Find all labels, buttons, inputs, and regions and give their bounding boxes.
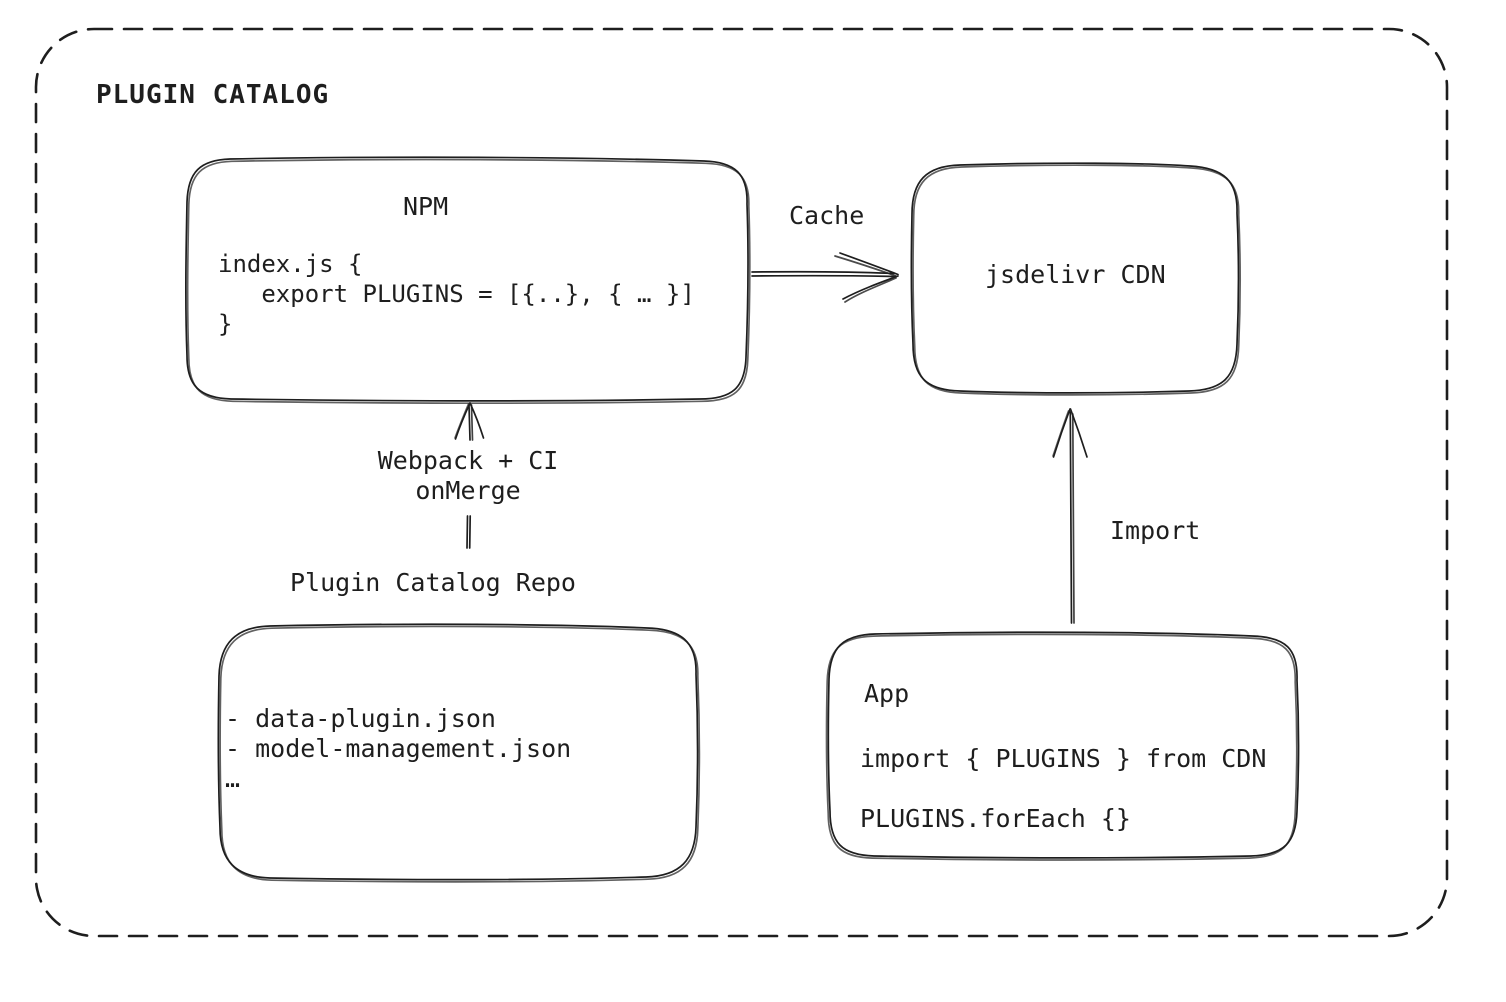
cache-arrow-label: Cache (789, 201, 865, 230)
catalog-frame-border (34, 27, 1449, 938)
import-arrow-label: Import (1110, 516, 1201, 545)
diagram-title: PLUGIN CATALOG (96, 80, 330, 110)
repo-box-caption: Plugin Catalog Repo (290, 568, 576, 597)
app-box-title: App (864, 679, 910, 708)
build-arrow (454, 402, 485, 549)
app-box (825, 631, 1300, 861)
app-foreach-line: PLUGINS.forEach {} (860, 804, 1131, 833)
npm-box-title: NPM (403, 192, 449, 221)
cdn-box-label: jsdelivr CDN (985, 260, 1166, 289)
repo-box (217, 623, 701, 883)
repo-file-list: - data-plugin.json - model-management.js… (225, 704, 572, 793)
npm-code-snippet: index.js { export PLUGINS = [{..}, { … }… (218, 250, 695, 338)
npm-box (185, 156, 751, 405)
import-arrow (1052, 408, 1088, 624)
app-import-line: import { PLUGINS } from CDN (860, 744, 1267, 773)
build-arrow-label: Webpack + CI onMerge (377, 446, 559, 505)
cdn-box (910, 162, 1242, 396)
cache-arrow (751, 252, 899, 303)
